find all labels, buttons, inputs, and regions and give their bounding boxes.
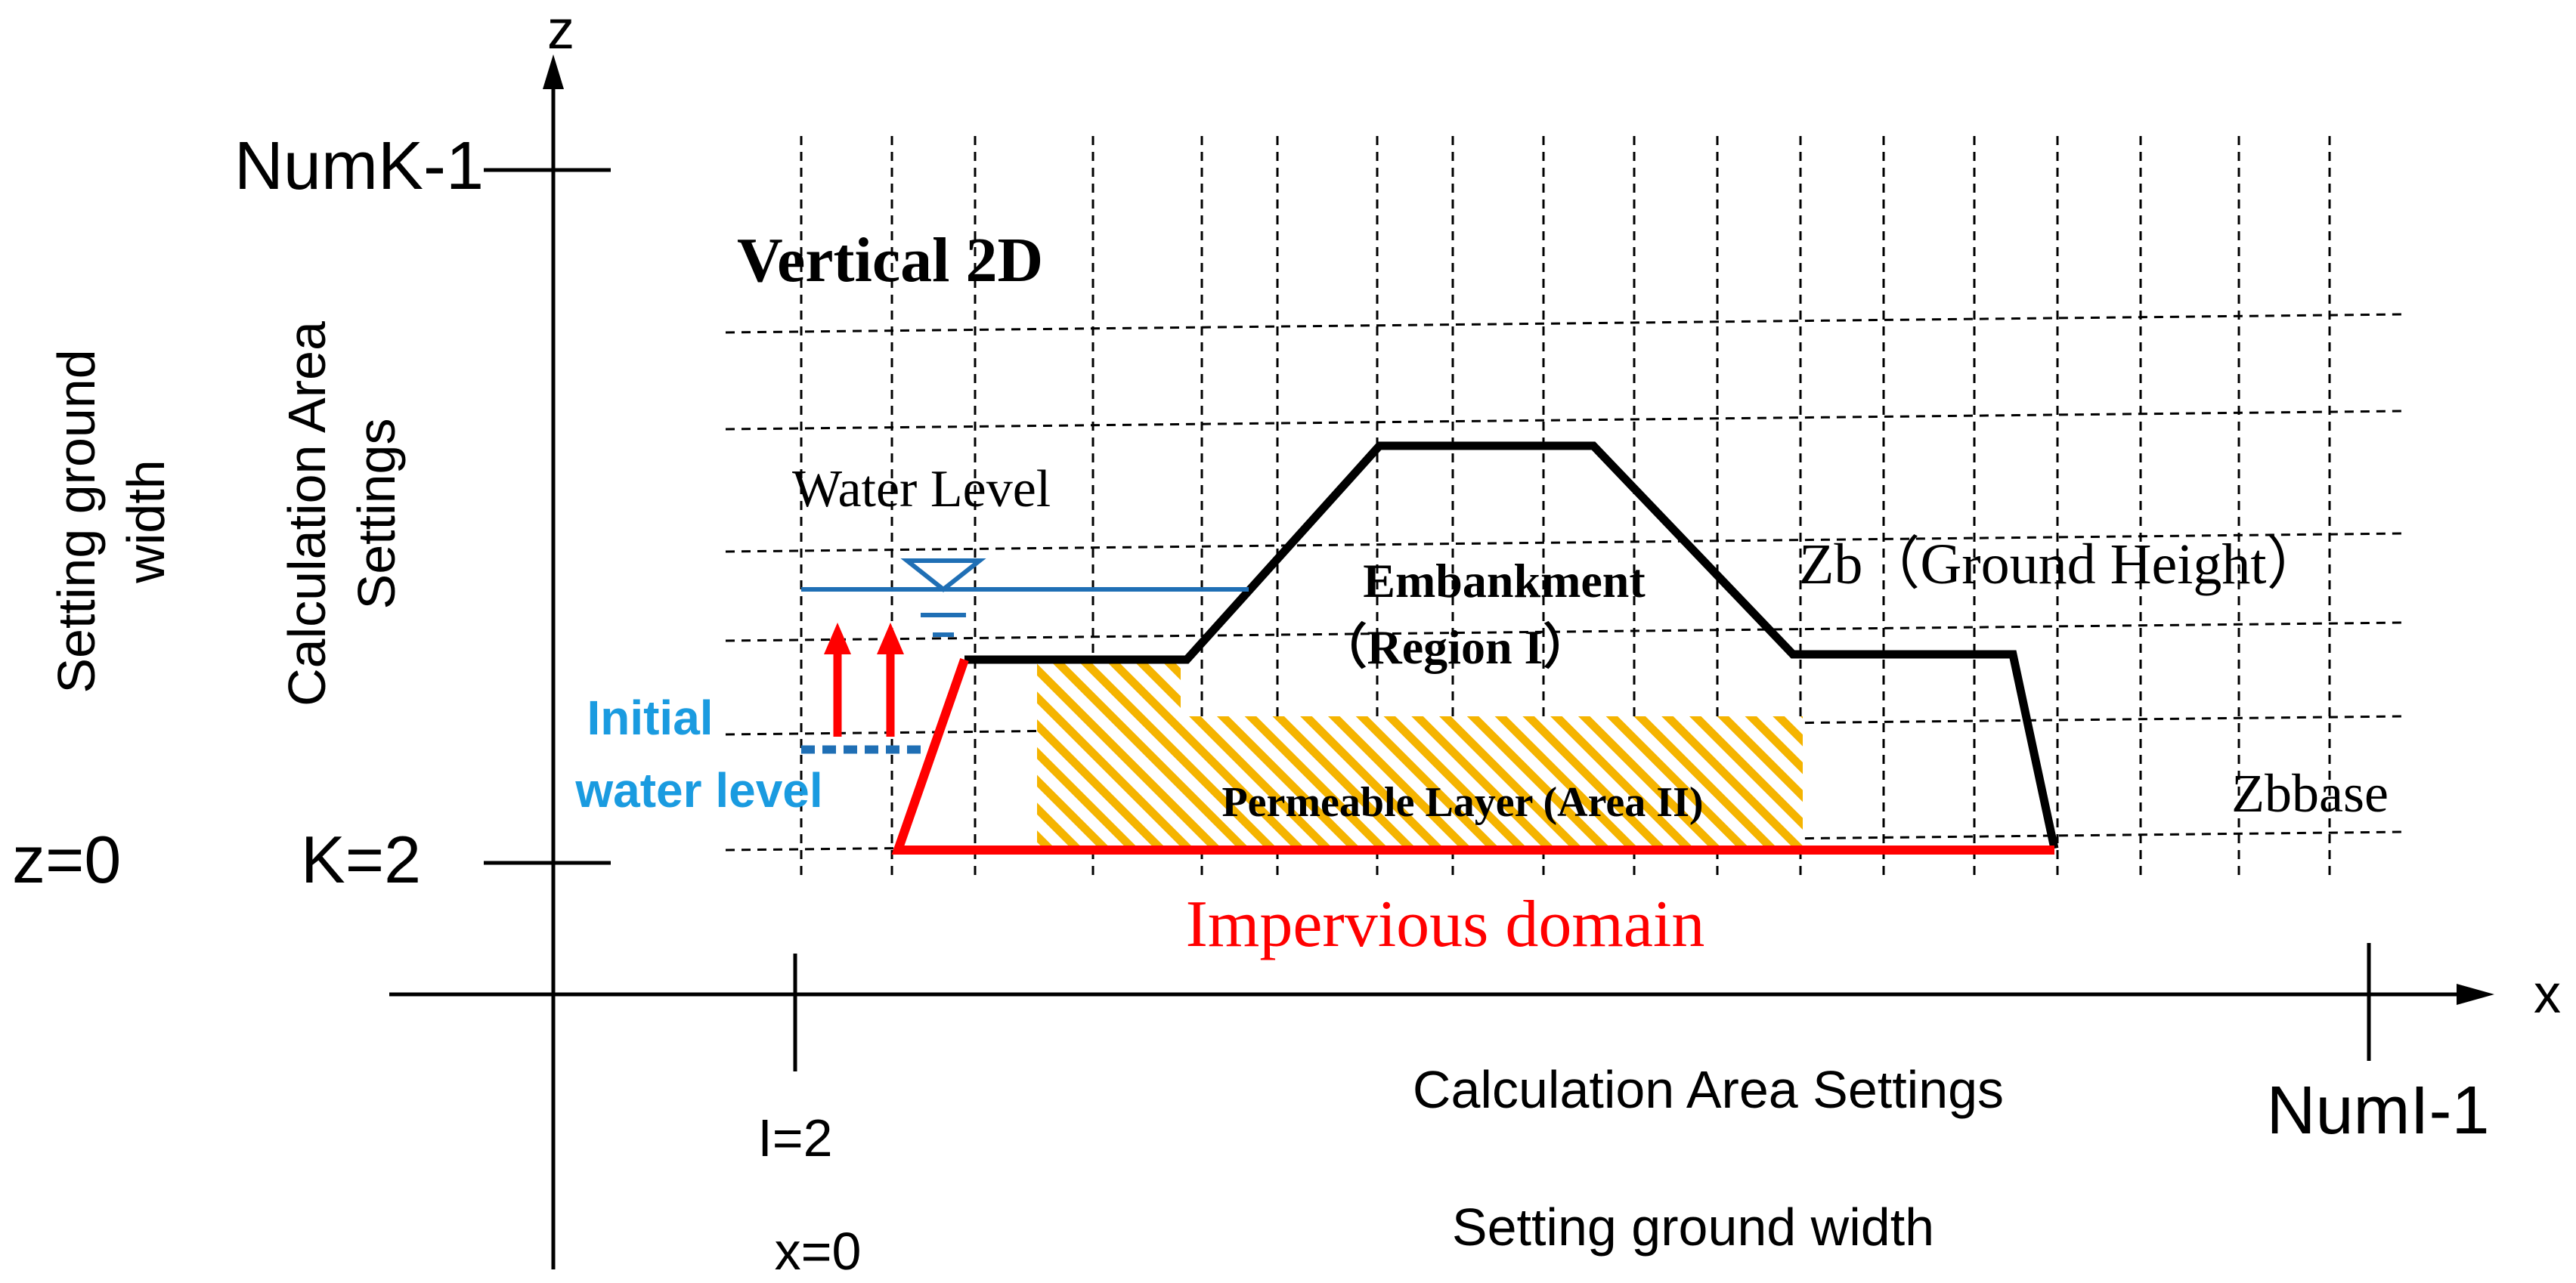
calc-area-settings-label: Calculation Area Settings [1413, 1060, 2004, 1119]
embankment-outline [964, 441, 2059, 850]
embankment-label: Embankment [1363, 554, 1646, 607]
grid-horizontal-line [725, 410, 2404, 431]
svg-text:Setting ground: Setting ground [47, 349, 106, 693]
axes [389, 54, 2494, 1269]
water-level-symbol-icon [900, 558, 986, 637]
grid-horizontal-line [725, 830, 2404, 852]
ground-height-label: Zb（Ground Height） [1799, 533, 2324, 596]
x0-label: x=0 [775, 1222, 862, 1281]
numi-label: NumI-1 [2266, 1073, 2489, 1149]
grid-horizontal-line [725, 532, 2404, 553]
calculation-grid [725, 136, 2404, 876]
diagram-title: Vertical 2D [737, 225, 1043, 295]
setting-ground-width-label: Setting ground width [1452, 1198, 1934, 1257]
svg-text:Settings: Settings [347, 419, 406, 610]
grid-horizontal-line [725, 621, 2404, 642]
numk-label: NumK-1 [234, 128, 484, 204]
z-axis-label: z [547, 0, 574, 60]
svg-text:Calculation Area: Calculation Area [277, 321, 336, 706]
region-label: （Region I） [1319, 620, 1592, 674]
zbbase-label: Zbbase [2231, 763, 2389, 824]
grid-horizontal-line [725, 313, 2404, 334]
k2-label: K=2 [301, 822, 421, 897]
grid-horizontal-line [725, 715, 2404, 736]
z0-label: z=0 [12, 822, 121, 897]
svg-text:width: width [116, 459, 175, 583]
permeable-layer-label: Permeable Layer (Area II) [1221, 779, 1703, 826]
initial-water-level-label-1: Initial [587, 691, 713, 745]
water-level-label: Water Level [792, 460, 1051, 518]
initial-water-level-label-2: water level [574, 763, 822, 818]
x-axis-label: x [2534, 964, 2561, 1025]
impervious-domain-label: Impervious domain [1186, 888, 1705, 961]
rising-water-arrows-icon [824, 623, 904, 737]
z-axis-arrow-icon [543, 54, 564, 89]
setting-ground-width-vertical: Setting ground width [47, 349, 175, 693]
calculation-area-vertical: Calculation Area Settings [277, 321, 406, 706]
x-axis-arrow-icon [2457, 984, 2494, 1005]
i2-label: I=2 [757, 1108, 832, 1167]
permeable-layer-region [1037, 663, 1803, 850]
impervious-boundary [891, 658, 2054, 855]
